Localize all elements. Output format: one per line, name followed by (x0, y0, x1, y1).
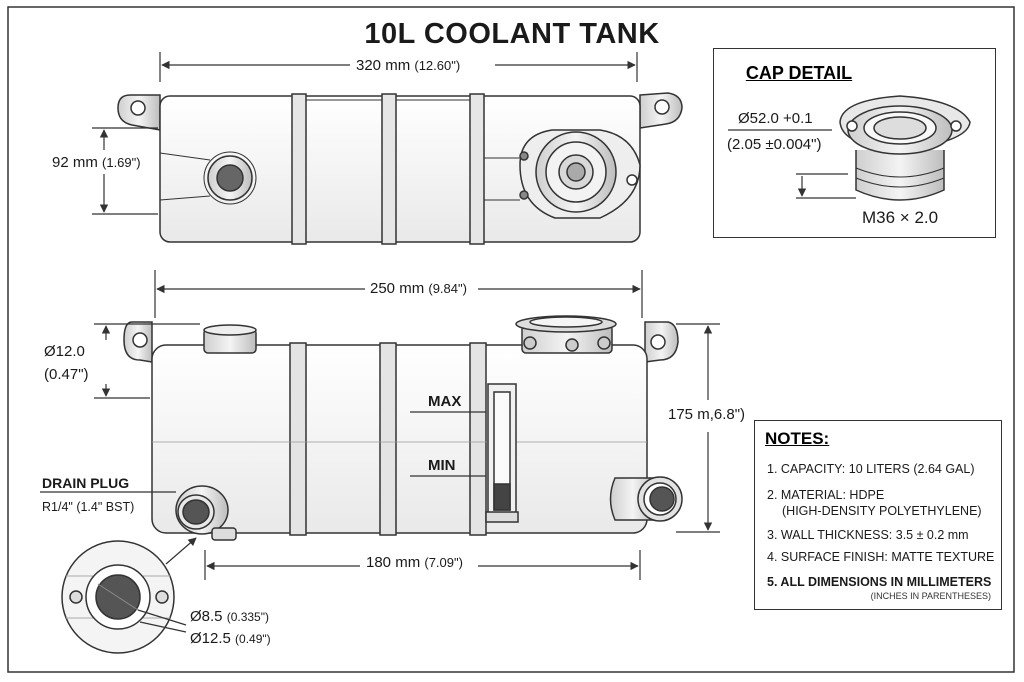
front-view-dimensions (40, 270, 720, 580)
note-item: 5. ALL DIMENSIONS IN MILLIMETERS (767, 575, 992, 589)
front-height-dimension: 175 m,6.8") (668, 406, 746, 423)
port-diameter: Ø12.0 (44, 343, 85, 360)
cap-detail-dimensions (728, 129, 856, 199)
front-width-dimension: 250 mm (9.84") (370, 280, 467, 297)
cap-diameter: Ø52.0 +0.1 (738, 110, 813, 127)
drain-detail-dimensions (137, 537, 197, 633)
note-item: 4. SURFACE FINISH: MATTE TEXTURE (767, 550, 995, 564)
note-item: 2. MATERIAL: HDPE (767, 488, 885, 502)
drain-inner-diameter: Ø8.5 (0.335") (190, 608, 269, 625)
notes-footnote: (INCHES IN PARENTHESES) (870, 591, 991, 601)
note-item: 3. WALL THICKNESS: 3.5 ± 0.2 mm (767, 528, 969, 542)
cap-thread: M36 × 2.0 (862, 208, 939, 227)
cap-detail-title: CAP DETAIL (745, 63, 853, 83)
notes-title: NOTES: (765, 429, 830, 448)
cap-detail-drawing (839, 95, 971, 201)
note-item: 1. CAPACITY: 10 LITERS (2.64 GAL) (767, 462, 975, 476)
bottom-width-dimension: 180 mm (7.09") (366, 554, 463, 571)
drain-outer-diameter: Ø12.5 (0.49") (190, 630, 271, 647)
front-view (123, 315, 683, 541)
min-level-label: MIN (428, 457, 456, 474)
cap-detail-box: CAP DETAIL (713, 48, 996, 238)
top-width-dimension: 320 mm (12.60") (356, 57, 461, 74)
top-view (117, 92, 683, 245)
notes-box: NOTES: 1. CAPACITY: 10 LITERS (2.64 GAL)… (754, 420, 1002, 610)
drain-plug-spec: R1/4" (1.4" BST) (42, 500, 135, 514)
drain-plug-title: DRAIN PLUG (42, 475, 130, 491)
drain-detail (61, 540, 175, 654)
port-diameter-inches: (0.47") (44, 366, 89, 383)
page-title: 10L COOLANT TANK (364, 18, 660, 50)
top-height-dimension: 92 mm (1.69") (52, 154, 141, 171)
note-item: (HIGH-DENSITY POLYETHYLENE) (782, 504, 982, 518)
max-level-label: MAX (428, 393, 462, 410)
cap-diameter-inches: (2.05 ±0.004") (727, 136, 822, 153)
sheet-border (7, 6, 1015, 673)
top-view-dimensions (92, 52, 638, 215)
